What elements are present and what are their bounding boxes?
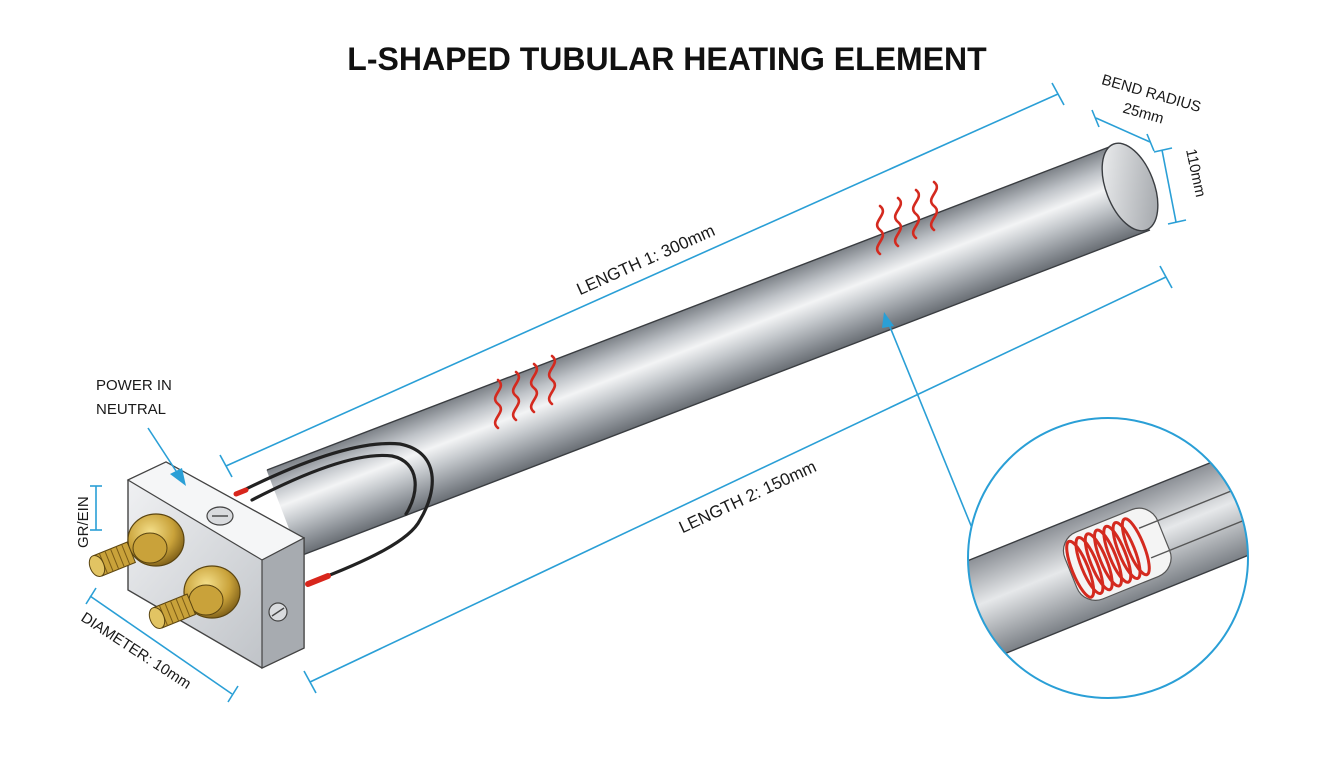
brass-terminal-icon <box>148 565 241 630</box>
length1-label: LENGTH 1: 300mm <box>574 221 718 299</box>
screw-icon <box>268 602 288 622</box>
diameter-dimension-line <box>85 587 239 703</box>
length2-dimension-line <box>303 265 1173 694</box>
cutaway-pointer <box>882 312 973 529</box>
screw-icon <box>206 506 234 526</box>
tube-outline <box>266 143 1151 557</box>
ground-dimension-bracket <box>90 485 102 531</box>
length1-dimension-line <box>219 82 1065 478</box>
heating-tube <box>266 143 1150 556</box>
bend-radius-dimension-line <box>1091 109 1155 152</box>
power-in-pointer <box>147 427 186 486</box>
ground-label: GR/EIN <box>75 496 92 548</box>
heat-waves-icon <box>493 354 557 430</box>
height-label: 110mm <box>1182 147 1209 198</box>
lead-wires <box>233 441 434 587</box>
length2-label: LENGTH 2: 150mm <box>676 457 819 537</box>
height-dimension-line <box>1153 147 1187 225</box>
heat-waves-icon <box>875 180 939 256</box>
power-in-label-line2: NEUTRAL <box>96 401 166 418</box>
diagram-title: L-SHAPED TUBULAR HEATING ELEMENT <box>347 41 987 77</box>
brass-terminal-icon <box>88 513 185 578</box>
magnified-cutaway-icon <box>967 417 1249 699</box>
power-in-label-line1: POWER IN <box>96 377 172 394</box>
tube-end-cap <box>1101 142 1159 232</box>
